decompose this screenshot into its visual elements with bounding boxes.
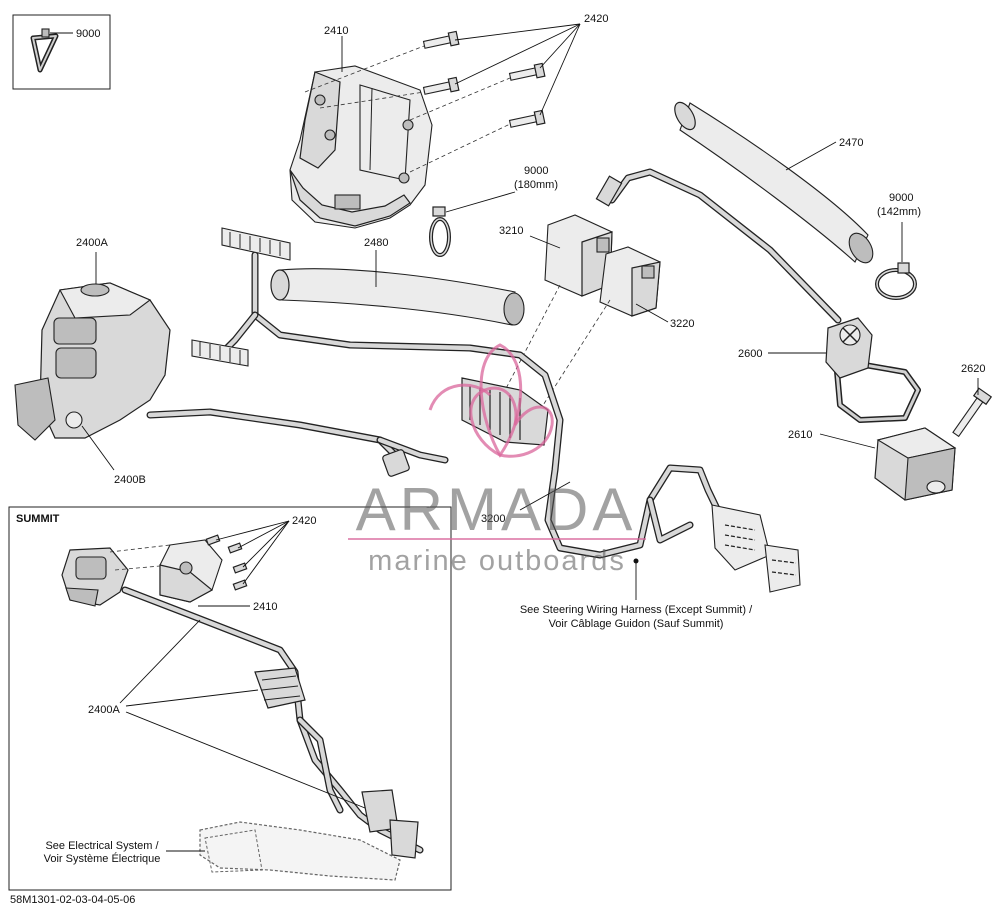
label-2420: 2420 — [584, 13, 608, 25]
label-9000-142: 9000 — [889, 192, 913, 204]
summit-label-2410: 2410 — [253, 601, 277, 613]
label-2400B: 2400B — [114, 474, 146, 486]
label-2470: 2470 — [839, 137, 863, 149]
label-2610: 2610 — [788, 429, 812, 441]
label-3200: 3200 — [481, 513, 505, 525]
summit-label-2400A: 2400A — [88, 704, 120, 716]
part-2620-screw — [952, 387, 993, 438]
part-2600-sensor — [595, 168, 921, 423]
footer-code: 58M1301-02-03-04-05-06 — [10, 894, 135, 906]
watermark-brand: ARMADA — [356, 476, 637, 543]
label-3210: 3210 — [499, 225, 523, 237]
note-electrical-line1: See Electrical System / — [45, 840, 159, 852]
part-9000-clamp-142 — [875, 262, 917, 300]
label-9000-box: 9000 — [76, 28, 100, 40]
part-3200-harness — [191, 227, 801, 593]
part-9000-clamp-180 — [429, 206, 451, 257]
note-electrical-line2: Voir Système Électrique — [44, 852, 161, 865]
part-2470-sleeve — [674, 101, 874, 264]
part-3220-connector — [599, 246, 661, 317]
note-steering-line1: See Steering Wiring Harness (Except Summ… — [520, 604, 753, 616]
summit-title: SUMMIT — [16, 513, 60, 525]
part-2410-housing — [289, 65, 433, 229]
label-9000-180-size: (180mm) — [514, 179, 558, 191]
part-2420-screws — [422, 30, 546, 128]
watermark: ARMADA marine outboards — [348, 343, 646, 577]
label-2620: 2620 — [961, 363, 985, 375]
part-2400A-switch — [14, 282, 449, 477]
part-2480-sleeve — [270, 268, 525, 326]
watermark-tagline: marine outboards — [368, 545, 626, 577]
label-9000-180: 9000 — [524, 165, 548, 177]
summit-label-2420: 2420 — [292, 515, 316, 527]
label-3220: 3220 — [670, 318, 694, 330]
label-2410: 2410 — [324, 25, 348, 37]
note-steering-line2: Voir Câblage Guidon (Sauf Summit) — [549, 618, 724, 630]
label-2480: 2480 — [364, 237, 388, 249]
summit-inset: SUMMIT 2420 2410 — [8, 506, 452, 891]
inset-box-9000: 9000 — [12, 14, 111, 90]
label-2600: 2600 — [738, 348, 762, 360]
part-2610-block — [874, 427, 957, 501]
label-2400A: 2400A — [76, 237, 108, 249]
watermark-logo-icon — [428, 343, 554, 458]
label-9000-142-size: (142mm) — [877, 206, 921, 218]
